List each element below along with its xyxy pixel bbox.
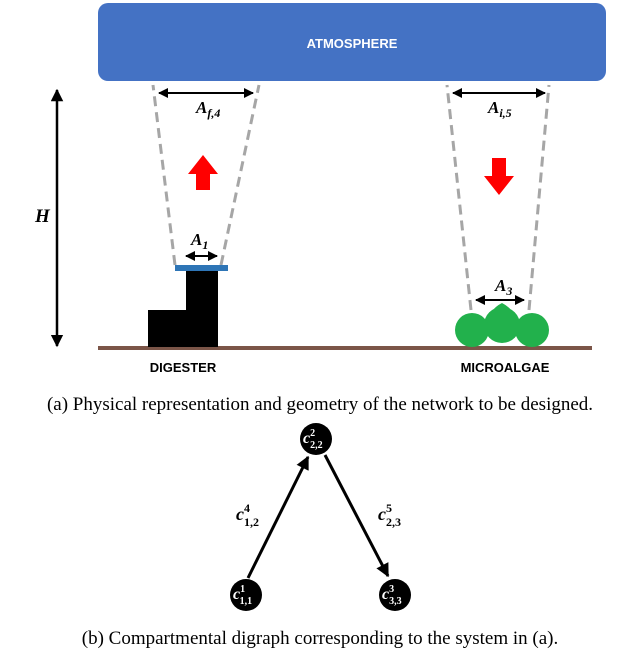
area-1-label: A1 bbox=[190, 230, 208, 252]
microalgae-cluster bbox=[455, 303, 549, 347]
edge-2-to-3 bbox=[323, 454, 390, 578]
digester-label: DIGESTER bbox=[150, 360, 217, 375]
height-label: H bbox=[34, 206, 51, 227]
caption-b: (b) Compartmental digraph corresponding … bbox=[82, 628, 558, 649]
area-i5-label: Ai,5 bbox=[487, 98, 512, 120]
area-f4-label: Af,4 bbox=[195, 98, 220, 120]
upward-flow-arrow bbox=[188, 155, 218, 190]
svg-text:c11,1: c11,1 bbox=[233, 584, 252, 607]
caption-a: (a) Physical representation and geometry… bbox=[47, 394, 593, 415]
atmosphere-box bbox=[98, 3, 606, 81]
svg-text:c33,3: c33,3 bbox=[382, 584, 402, 607]
edge-1-to-2 bbox=[246, 455, 310, 579]
area-3-label: A3 bbox=[494, 276, 512, 298]
digester-building bbox=[148, 265, 228, 347]
panel-a: ATMOSPHERE Af,4 Ai,5 A1 A3 H bbox=[34, 3, 606, 415]
ground-line bbox=[98, 346, 592, 350]
atmosphere-label: ATMOSPHERE bbox=[307, 36, 398, 51]
sink-plume-cone bbox=[445, 84, 551, 311]
downward-flow-arrow bbox=[484, 158, 514, 195]
stack-outlet bbox=[175, 265, 228, 271]
source-plume-cone bbox=[151, 84, 261, 266]
svg-text:c22,2: c22,2 bbox=[303, 428, 323, 451]
microalgae-label: MICROALGAE bbox=[461, 360, 550, 375]
